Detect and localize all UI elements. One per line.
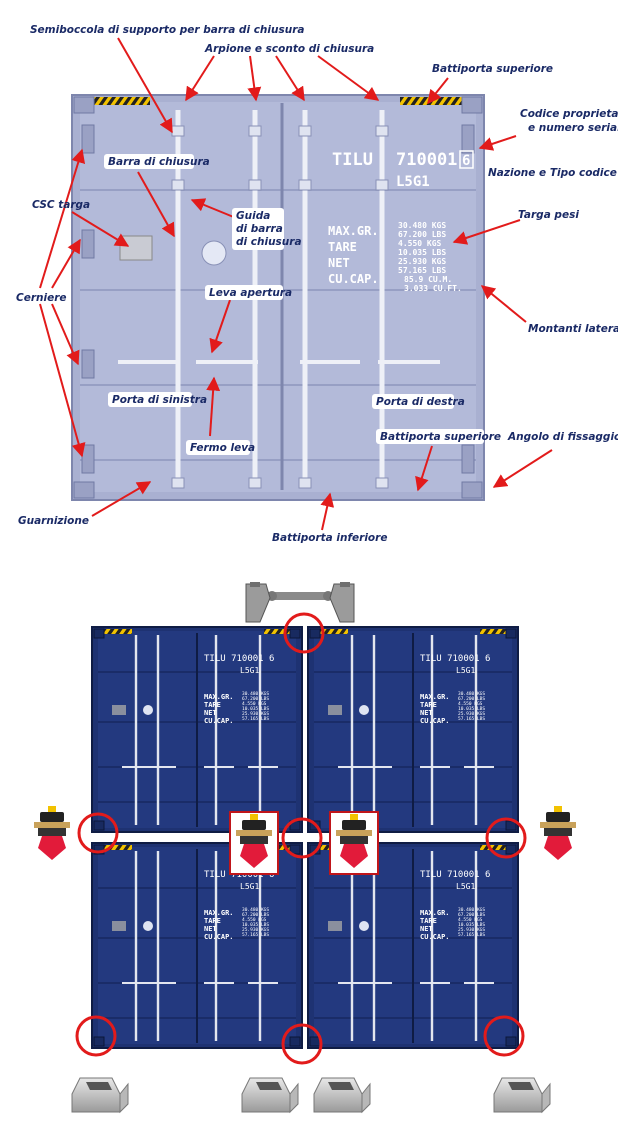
label-targa-pesi: Targa pesi bbox=[518, 209, 579, 221]
svg-text:25.930 KGS: 25.930 KGS bbox=[398, 257, 446, 266]
owner-code-marking: TILU 710001 6 L5G1 bbox=[332, 150, 474, 190]
highlight-circle-icon bbox=[75, 612, 527, 1065]
label-porta-destra: Porta di destra bbox=[376, 396, 465, 408]
svg-text:6: 6 bbox=[462, 153, 470, 169]
svg-text:57.165 LBS: 57.165 LBS bbox=[398, 266, 446, 275]
svg-text:10.035 LBS: 10.035 LBS bbox=[398, 248, 446, 257]
stacking-cone-icon bbox=[71, 1077, 129, 1113]
label-fermo: Fermo leva bbox=[190, 442, 255, 454]
svg-text:710001: 710001 bbox=[396, 150, 457, 170]
label-nazione: Nazione e Tipo codice bbox=[488, 167, 617, 179]
svg-text:CU.CAP.: CU.CAP. bbox=[328, 272, 379, 286]
label-battiporta-superiore-inner: Battiporta superiore bbox=[380, 431, 501, 443]
svg-text:MAX.GR.: MAX.GR. bbox=[328, 224, 379, 238]
svg-text:TILU: TILU bbox=[332, 150, 373, 170]
label-angolo: Angolo di fissaggio bbox=[507, 431, 618, 443]
label-battiporta-inferiore: Battiporta inferiore bbox=[272, 532, 387, 544]
twistlock-icon bbox=[34, 806, 70, 860]
lashing-bridge-clamp-icon bbox=[245, 582, 355, 623]
svg-text:TARE: TARE bbox=[328, 240, 357, 254]
svg-text:4.550 KGS: 4.550 KGS bbox=[398, 239, 442, 248]
label-leva: Leva apertura bbox=[209, 287, 292, 299]
stacking-cone-icon bbox=[241, 1077, 299, 1113]
stacking-cone-icon bbox=[493, 1077, 551, 1113]
label-guida-2: di barra bbox=[236, 223, 283, 235]
label-codice-1: Codice proprietario bbox=[520, 108, 618, 120]
label-battiporta-superiore-top: Battiporta superiore bbox=[432, 63, 553, 75]
svg-text:30.480 KGS: 30.480 KGS bbox=[398, 221, 446, 230]
svg-text:85.9 CU.M.: 85.9 CU.M. bbox=[404, 275, 452, 284]
svg-text:3.033 CU.FT.: 3.033 CU.FT. bbox=[404, 284, 462, 293]
label-barra: Barra di chiusura bbox=[108, 156, 210, 168]
label-guarnizione: Guarnizione bbox=[18, 515, 89, 527]
label-guida-3: di chiusura bbox=[236, 236, 302, 248]
label-arpione: Arpione e sconto di chiusura bbox=[204, 43, 374, 55]
svg-text:67.200 LBS: 67.200 LBS bbox=[398, 230, 446, 239]
twistlock-icon bbox=[540, 806, 576, 860]
container-top-left bbox=[90, 625, 304, 834]
label-porta-sinistra: Porta di sinistra bbox=[112, 394, 207, 406]
label-semiboccola: Semiboccola di supporto per barra di chi… bbox=[30, 24, 304, 36]
svg-text:L5G1: L5G1 bbox=[396, 174, 430, 190]
container-stack bbox=[34, 582, 576, 1113]
annotation-arrows bbox=[39, 37, 553, 531]
svg-text:NET: NET bbox=[328, 256, 350, 270]
stacking-cone-icon bbox=[313, 1077, 371, 1113]
container-top-right bbox=[306, 625, 520, 834]
label-guida-1: Guida bbox=[236, 210, 270, 222]
label-codice-2: e numero seriale bbox=[528, 122, 618, 134]
label-csc: CSC targa bbox=[32, 199, 90, 211]
label-montanti: Montanti laterali bbox=[528, 323, 618, 335]
label-cerniere: Cerniere bbox=[16, 292, 67, 304]
annotation-labels: Semiboccola di supporto per barra di chi… bbox=[16, 24, 618, 544]
weights-marking: MAX.GR. TARE NET CU.CAP. 30.480 KGS 67.2… bbox=[328, 221, 462, 293]
